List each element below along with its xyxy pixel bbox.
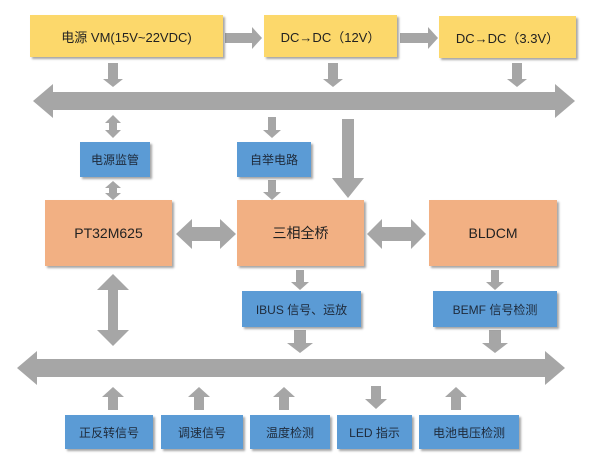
dc33-box: DC→DC（3.3V）	[439, 16, 576, 58]
dc12-label: DC→DC（12V）	[280, 29, 381, 45]
bootstrap-label: 自举电路	[249, 153, 298, 167]
bemf-box: BEMF 信号检测	[433, 291, 557, 327]
mcu-bus-arrow	[97, 274, 129, 346]
temperature-detect-box: 温度检测	[250, 415, 330, 449]
power-vm-label: 电源 VM(15V~22VDC)	[61, 29, 192, 45]
bootstrap-box: 自举电路	[237, 142, 311, 177]
bootstrap-to-bridge-arrow	[263, 180, 281, 200]
motor-to-bemf-arrow	[486, 270, 504, 290]
motor-label: BLDCM	[468, 225, 518, 241]
battery-voltage-box: 电池电压检测	[419, 415, 519, 449]
bus-to-bootstrap-arrow	[263, 117, 281, 138]
monitor-to-mcu-arrow	[105, 181, 121, 200]
bottom-item-label: 温度检测	[265, 425, 314, 440]
bottom-item-label: 电池电压检测	[432, 425, 505, 440]
dc33-down-arrow	[507, 63, 527, 87]
ibus-label: IBUS 信号、运放	[255, 302, 348, 317]
bridge-label: 三相全桥	[272, 225, 329, 241]
mcu-box: PT32M625	[45, 200, 172, 266]
led-indicator-box: LED 指示	[337, 415, 412, 449]
speed-up-arrow	[188, 387, 210, 410]
ibus-box: IBUS 信号、运放	[242, 291, 361, 327]
power-monitor-label: 电源监管	[90, 153, 139, 167]
bus-to-bridge-arrow	[332, 119, 364, 198]
bemf-to-bus-arrow	[482, 330, 508, 353]
bridge-to-ibus-arrow	[291, 270, 309, 290]
dc12-down-arrow	[323, 63, 343, 87]
direction-signal-box: 正反转信号	[65, 415, 153, 449]
top-power-bus-arrow	[33, 84, 575, 118]
mcu-bridge-arrow	[176, 219, 236, 249]
bridge-motor-arrow	[367, 219, 426, 249]
bus-to-monitor-arrow	[105, 115, 121, 138]
vm-to-dc12-arrow	[225, 27, 262, 49]
mcu-label: PT32M625	[74, 225, 143, 241]
power-vm-box: 电源 VM(15V~22VDC)	[30, 15, 223, 57]
led-down-arrow	[365, 386, 387, 409]
bridge-box: 三相全桥	[237, 200, 364, 266]
dc12-box: DC→DC（12V）	[264, 15, 397, 57]
bottom-item-label: LED 指示	[349, 425, 400, 440]
direction-up-arrow	[102, 387, 124, 410]
bottom-signal-bus-arrow	[17, 351, 565, 385]
vm-down-arrow	[103, 63, 123, 87]
dc33-label: DC→DC（3.3V）	[455, 30, 560, 46]
power-monitor-box: 电源监管	[80, 142, 150, 177]
temp-up-arrow	[273, 387, 295, 410]
bottom-item-label: 正反转信号	[78, 425, 139, 440]
bottom-item-label: 调速信号	[177, 425, 226, 440]
dc12-to-dc33-arrow	[400, 27, 438, 49]
bemf-label: BEMF 信号检测	[452, 302, 538, 317]
speed-signal-box: 调速信号	[161, 415, 243, 449]
ibus-to-bus-arrow	[287, 330, 313, 353]
motor-box: BLDCM	[429, 200, 557, 266]
battery-up-arrow	[445, 387, 467, 410]
